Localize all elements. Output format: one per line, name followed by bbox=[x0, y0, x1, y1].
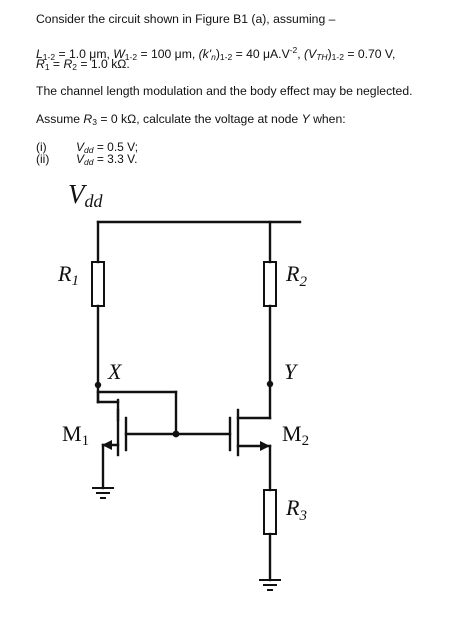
note-text: The channel length modulation and the bo… bbox=[36, 84, 413, 98]
vdd-label: Vdd bbox=[68, 179, 104, 211]
intro-text: Consider the circuit shown in Figure B1 … bbox=[36, 12, 336, 26]
node-y-label: Y bbox=[284, 359, 299, 384]
ground-1-icon bbox=[92, 487, 114, 499]
r1-resistor bbox=[91, 261, 105, 307]
ground-2-icon bbox=[259, 579, 281, 591]
r3-resistor bbox=[263, 489, 277, 535]
case-i-number: (i) bbox=[36, 140, 47, 154]
case-ii-text: Vdd = 3.3 V. bbox=[76, 152, 138, 168]
parameters-line-2: R1 = R2 = 1.0 kΩ. bbox=[36, 57, 130, 72]
r3-label: R3 bbox=[285, 495, 307, 524]
m2-label: M2 bbox=[282, 421, 309, 449]
node-y-dot bbox=[266, 380, 274, 388]
r2-resistor bbox=[263, 261, 277, 307]
r2-label: R2 bbox=[285, 261, 307, 290]
r1-label: R1 bbox=[57, 261, 79, 289]
m1-source-arrow bbox=[102, 440, 112, 450]
m2-source-arrow bbox=[260, 441, 270, 451]
node-x-dot bbox=[94, 381, 102, 389]
case-i-text: Vdd = 0.5 V; bbox=[76, 140, 139, 156]
assume-text: Assume R3 = 0 kΩ, calculate the voltage … bbox=[36, 112, 346, 127]
node-x-label: X bbox=[107, 359, 123, 384]
m1-label: M1 bbox=[62, 421, 89, 449]
parameters-line-1: L1-2 = 1.0 μm, W1-2 = 100 μm, (k'n)1-2 =… bbox=[36, 45, 396, 62]
case-ii-number: (ii) bbox=[36, 152, 50, 166]
